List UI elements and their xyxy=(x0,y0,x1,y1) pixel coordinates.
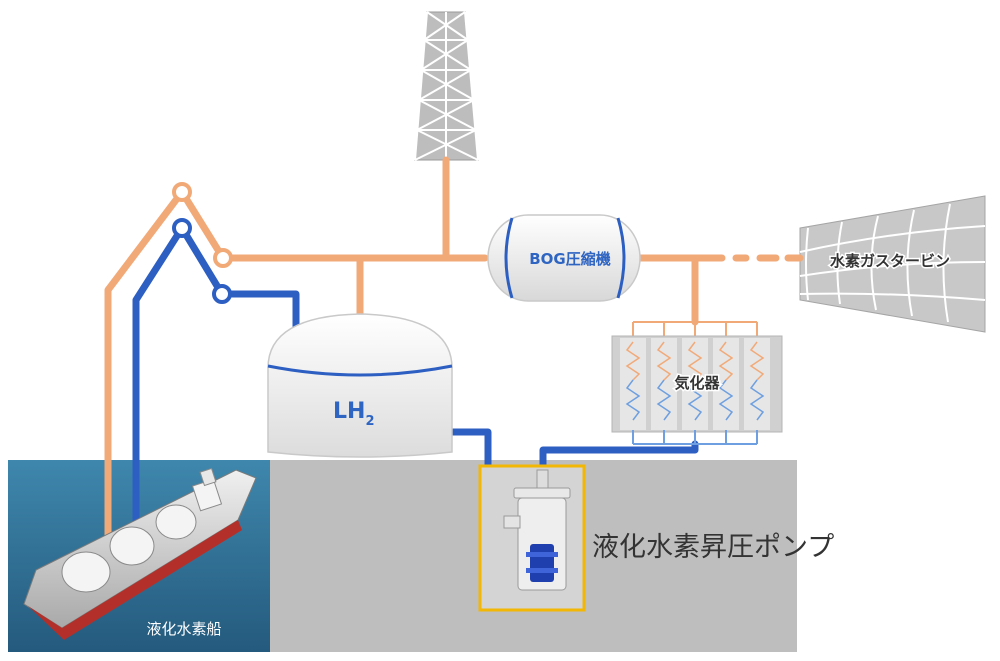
turbine-icon xyxy=(799,195,986,333)
valve-icon xyxy=(172,182,233,304)
vaporizer-label: 気化器 xyxy=(674,374,720,392)
storage-tank-icon xyxy=(267,313,453,458)
compressor-drum-icon xyxy=(487,214,641,302)
tank-label: LH2 xyxy=(333,399,374,429)
lattice-tower-icon xyxy=(414,11,479,161)
gas-turbine-label: 水素ガスタービン xyxy=(830,252,950,270)
vaporizer-icon xyxy=(611,321,783,445)
bog-compressor-label: BOG圧縮機 xyxy=(529,250,611,268)
pump-icon xyxy=(503,469,571,591)
pump-label: 液化水素昇圧ポンプ xyxy=(592,532,834,563)
lng-carrier-ship-icon xyxy=(23,467,257,640)
ship-label: 液化水素船 xyxy=(146,620,221,638)
